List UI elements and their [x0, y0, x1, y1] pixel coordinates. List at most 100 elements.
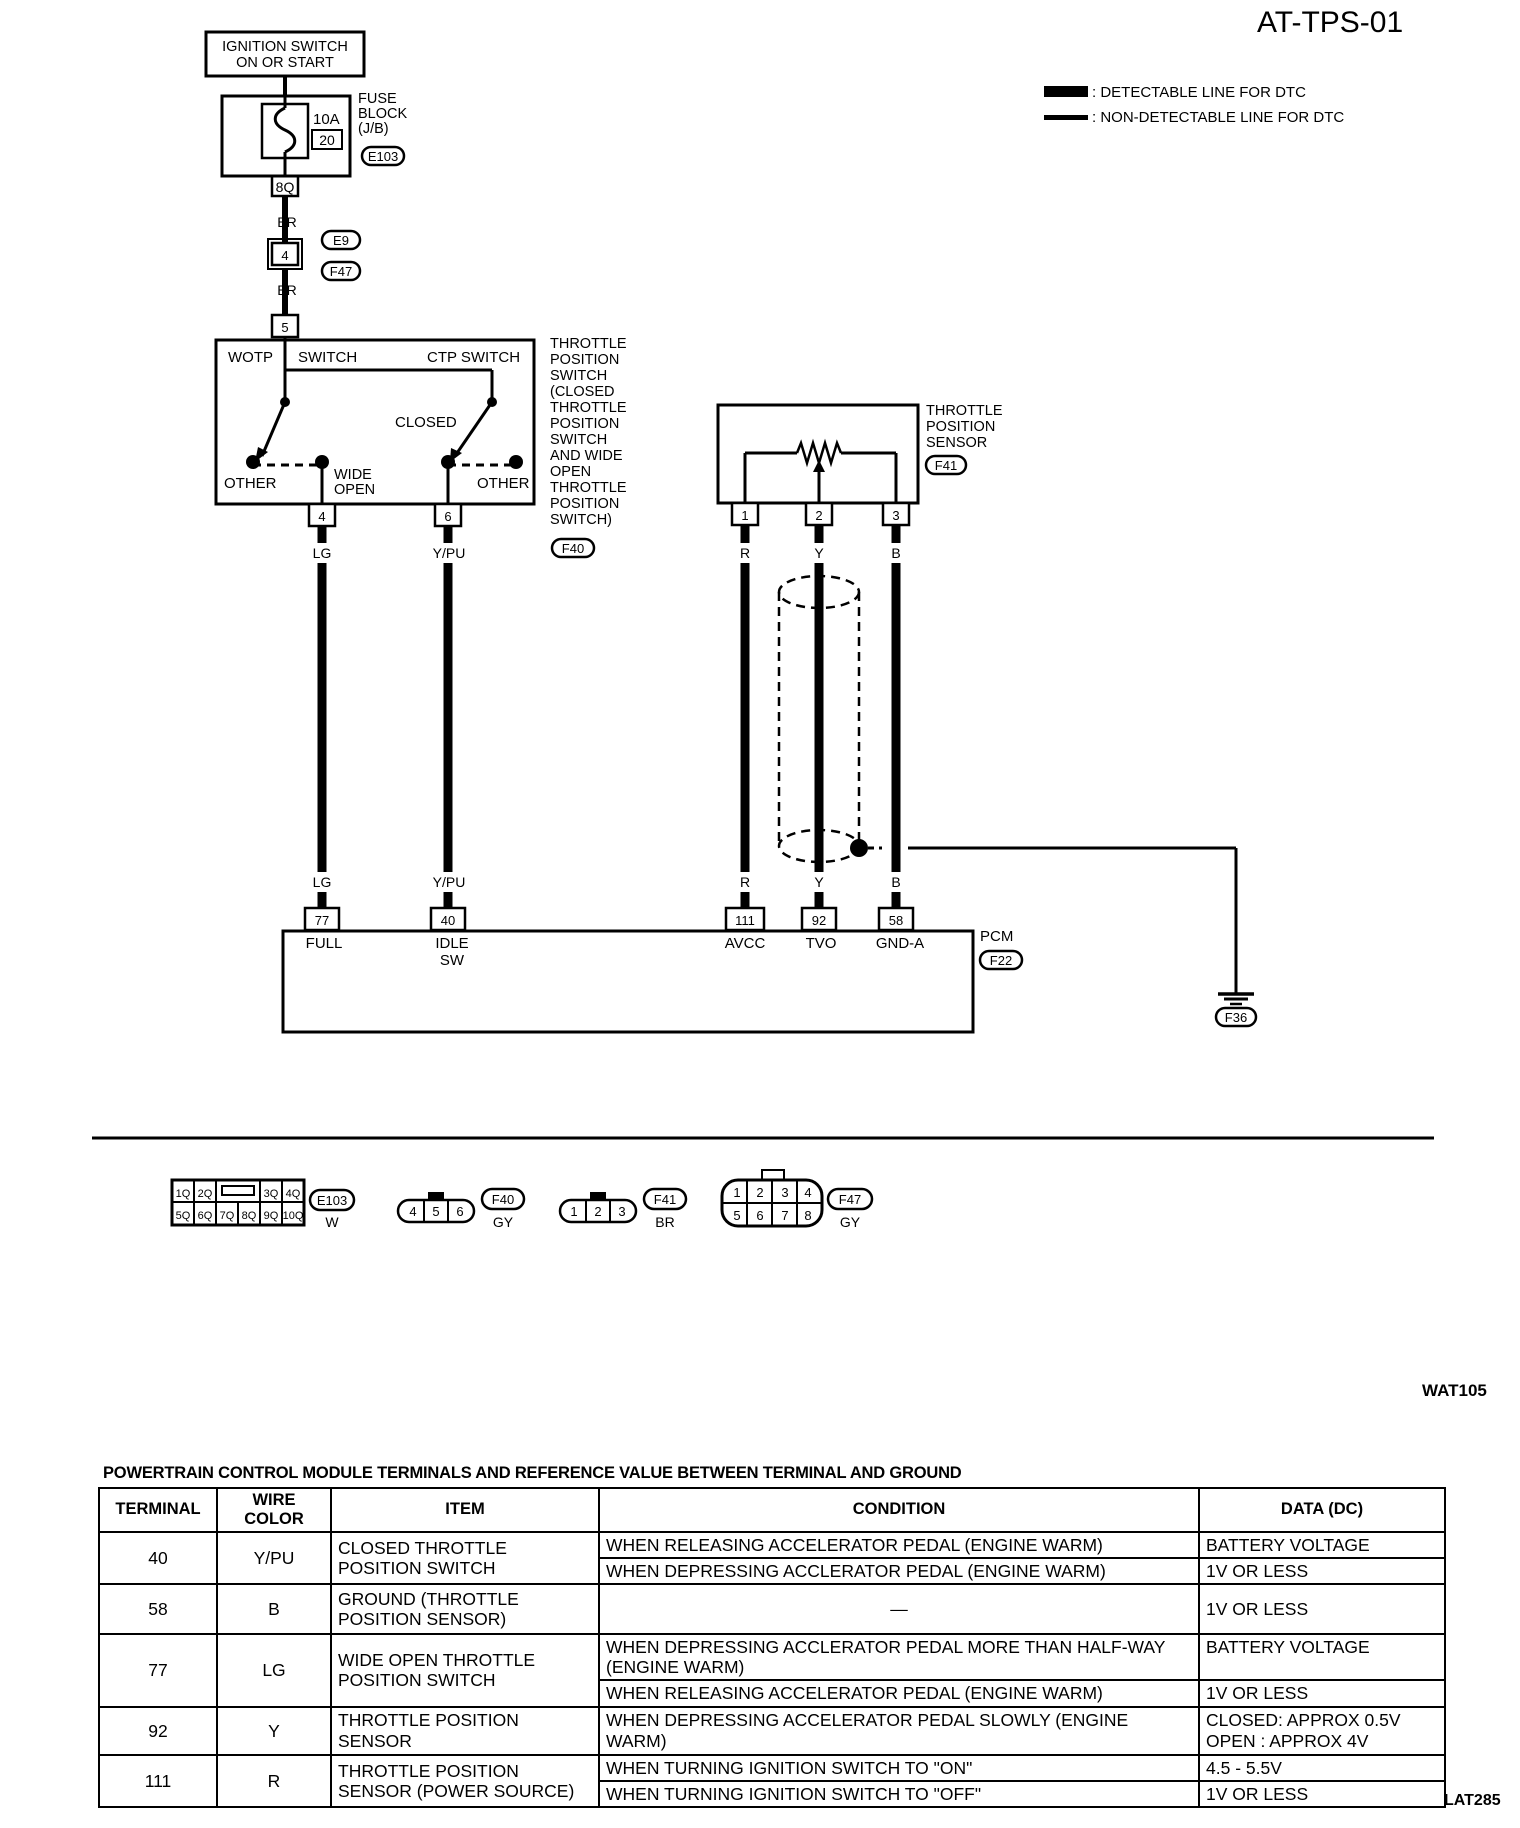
table-row: 58 B GROUND (THROTTLE POSITION SENSOR) —…: [98, 1583, 1446, 1636]
wire-color-ypu-top: Y/PU: [433, 545, 466, 561]
col-header-wire-color: WIRE COLOR: [216, 1487, 332, 1533]
wire-color-r-bottom: R: [740, 874, 750, 890]
svg-text:5: 5: [281, 320, 288, 335]
cell-data: 4.5 - 5.5V: [1198, 1753, 1446, 1782]
cell-terminal: 111: [98, 1753, 218, 1808]
svg-text:ON OR START: ON OR START: [236, 55, 334, 71]
svg-text:3: 3: [618, 1204, 625, 1219]
svg-text:8: 8: [804, 1208, 811, 1223]
cell-terminal: 58: [98, 1583, 218, 1636]
table-title: POWERTRAIN CONTROL MODULE TERMINALS AND …: [103, 1464, 962, 1482]
col-header-condition: CONDITION: [598, 1487, 1200, 1533]
wire-color-lg-bottom: LG: [313, 874, 332, 890]
svg-text:1: 1: [733, 1185, 740, 1200]
svg-text:F47: F47: [839, 1192, 861, 1207]
svg-text:TVO: TVO: [806, 935, 837, 952]
fuse-icon: [273, 106, 297, 154]
svg-text:40: 40: [441, 913, 455, 928]
svg-text:IGNITION SWITCH: IGNITION SWITCH: [222, 39, 348, 55]
cell-wire-color: R: [216, 1753, 332, 1808]
svg-text:77: 77: [315, 913, 329, 928]
svg-text:WOTP: WOTP: [228, 349, 273, 366]
svg-text:4: 4: [318, 509, 325, 524]
cell-item: THROTTLE POSITION SENSOR (POWER SOURCE): [330, 1753, 600, 1808]
svg-text:F41: F41: [935, 458, 957, 473]
svg-text:F47: F47: [330, 264, 352, 279]
svg-text:THROTTLE POSITION: THROTTLE POSITION SENSOR: [926, 403, 1007, 451]
svg-text:4: 4: [409, 1204, 416, 1219]
table-row: 111 R THROTTLE POSITION SENSOR (POWER SO…: [98, 1753, 1446, 1808]
svg-text:4Q: 4Q: [286, 1188, 301, 1200]
ground-symbol: F36: [1214, 992, 1258, 1028]
table-row: WHEN TURNING IGNITION SWITCH TO "OFF" 1V…: [99, 1779, 1446, 1808]
wire-color-y-top: Y: [814, 545, 824, 561]
fuse-block: 10A 20 FUSE BLOCK (J/B) E103 8Q: [220, 91, 407, 198]
svg-text:3Q: 3Q: [264, 1188, 279, 1200]
cell-condition: WHEN DEPRESSING ACCELERATOR PEDAL SLOWLY…: [598, 1705, 1200, 1756]
legend: : DETECTABLE LINE FOR DTC : NON-DETECTAB…: [1044, 84, 1344, 126]
data-open: OPEN : APPROX 4V: [1206, 1730, 1369, 1751]
tp-switch-name: THROTTLE POSITION SWITCH (CLOSED THROTTL…: [550, 336, 631, 528]
legend-detectable-label: : DETECTABLE LINE FOR DTC: [1092, 84, 1306, 101]
svg-text:SWITCH: SWITCH: [298, 349, 357, 366]
svg-text:PCM: PCM: [980, 928, 1013, 945]
wire-color-lg-top: LG: [313, 545, 332, 561]
figure-code: WAT105: [1422, 1381, 1487, 1400]
svg-text:10A: 10A: [313, 111, 340, 128]
diagram-code: AT-TPS-01: [1257, 6, 1403, 39]
svg-text:5: 5: [432, 1204, 439, 1219]
cell-condition: WHEN RELEASING ACCELERATOR PEDAL (ENGINE…: [598, 1679, 1200, 1708]
table-row: 92 Y THROTTLE POSITION SENSOR WHEN DEPRE…: [98, 1705, 1446, 1756]
svg-text:F40: F40: [562, 541, 584, 556]
wire-color-y-bottom: Y: [814, 874, 824, 890]
wiring-diagram: AT-TPS-01 : DETECTABLE LINE FOR DTC : NO…: [92, 6, 1434, 1140]
cell-condition: WHEN TURNING IGNITION SWITCH TO "ON": [598, 1753, 1200, 1782]
svg-text:F22: F22: [990, 953, 1012, 968]
cell-item: THROTTLE POSITION SENSOR: [330, 1705, 600, 1756]
pcm-module: 77 40 111 92 58 FULL IDLE SW AVCC TVO GN…: [281, 906, 1024, 1034]
svg-text:(J/B): (J/B): [358, 121, 389, 137]
throttle-position-switch: 5 WOTP SWITCH CTP SWITCH CLOSED OTHER WI…: [214, 313, 631, 559]
svg-text:2: 2: [815, 508, 822, 523]
svg-text:W: W: [325, 1214, 339, 1230]
cell-wire-color: B: [216, 1583, 332, 1636]
cell-data: 1V OR LESS: [1198, 1583, 1446, 1636]
svg-text:10Q: 10Q: [283, 1210, 304, 1222]
cell-data: 1V OR LESS: [1198, 1557, 1446, 1586]
svg-text:8Q: 8Q: [242, 1210, 257, 1222]
svg-text:1: 1: [741, 508, 748, 523]
svg-text:F41: F41: [654, 1192, 676, 1207]
connector-view-f47: 1 2 3 4 5 6 7 8 F47 GY: [720, 1169, 874, 1230]
table-code: LAT285: [1444, 1792, 1501, 1809]
svg-text:1Q: 1Q: [176, 1188, 191, 1200]
svg-text:3: 3: [892, 508, 899, 523]
svg-text:SW: SW: [440, 952, 465, 969]
svg-text:6Q: 6Q: [198, 1210, 213, 1222]
svg-text:IDLE: IDLE: [435, 935, 468, 952]
table-row: WHEN RELEASING ACCELERATOR PEDAL (ENGINE…: [99, 1679, 1446, 1708]
wire-color-ypu-bottom: Y/PU: [433, 874, 466, 890]
cell-condition: WHEN RELEASING ACCELERATOR PEDAL (ENGINE…: [598, 1530, 1200, 1560]
svg-text:CLOSED: CLOSED: [395, 414, 457, 431]
svg-text:GND-A: GND-A: [876, 935, 924, 952]
svg-text:BR: BR: [655, 1214, 674, 1230]
svg-text:WIDE: WIDE: [334, 467, 372, 483]
wire-color-br-top: BR: [277, 214, 296, 230]
joint-connector: 4 E9 F47: [267, 229, 362, 282]
svg-text:1: 1: [570, 1204, 577, 1219]
svg-text:7: 7: [781, 1208, 788, 1223]
cell-data: 1V OR LESS: [1198, 1779, 1446, 1808]
cell-item: CLOSED THROTTLE POSITION SWITCH: [330, 1530, 600, 1586]
svg-text:CTP SWITCH: CTP SWITCH: [427, 349, 520, 366]
svg-text:BLOCK: BLOCK: [358, 106, 407, 122]
cell-condition: WHEN TURNING IGNITION SWITCH TO "OFF": [598, 1779, 1200, 1808]
svg-text:6: 6: [456, 1204, 463, 1219]
svg-text:92: 92: [812, 913, 826, 928]
svg-text:FULL: FULL: [306, 935, 343, 952]
wire-color-b-bottom: B: [891, 874, 900, 890]
cell-data: CLOSED: APPROX 0.5V OPEN : APPROX 4V: [1198, 1705, 1446, 1756]
col-header-data: DATA (DC): [1198, 1487, 1446, 1533]
svg-text:OTHER: OTHER: [224, 475, 277, 492]
svg-text:E103: E103: [368, 149, 398, 164]
svg-text:8Q: 8Q: [276, 179, 295, 195]
